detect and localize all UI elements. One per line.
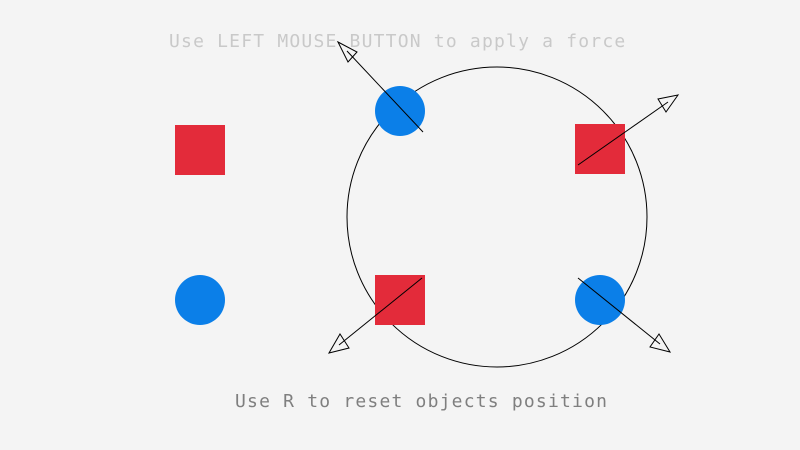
- force-arrow-bottom-right-circle: [577, 277, 672, 353]
- blue-circle-top-center[interactable]: [375, 86, 425, 136]
- red-square-top-left[interactable]: [175, 125, 225, 175]
- force-arrow-bottom-center-square: [327, 277, 423, 354]
- red-square-bottom-center[interactable]: [375, 275, 425, 325]
- hint-text-apply-force: Use LEFT MOUSE BUTTON to apply a force: [169, 31, 627, 52]
- blue-circle-bottom-right[interactable]: [575, 275, 625, 325]
- force-arrow-top-center-circle: [336, 40, 424, 133]
- force-arrow-top-right-square: [577, 94, 680, 166]
- boundary-circle: [346, 66, 648, 368]
- hint-text-reset-objects: Use R to reset objects position: [235, 391, 609, 412]
- blue-circle-bottom-left[interactable]: [175, 275, 225, 325]
